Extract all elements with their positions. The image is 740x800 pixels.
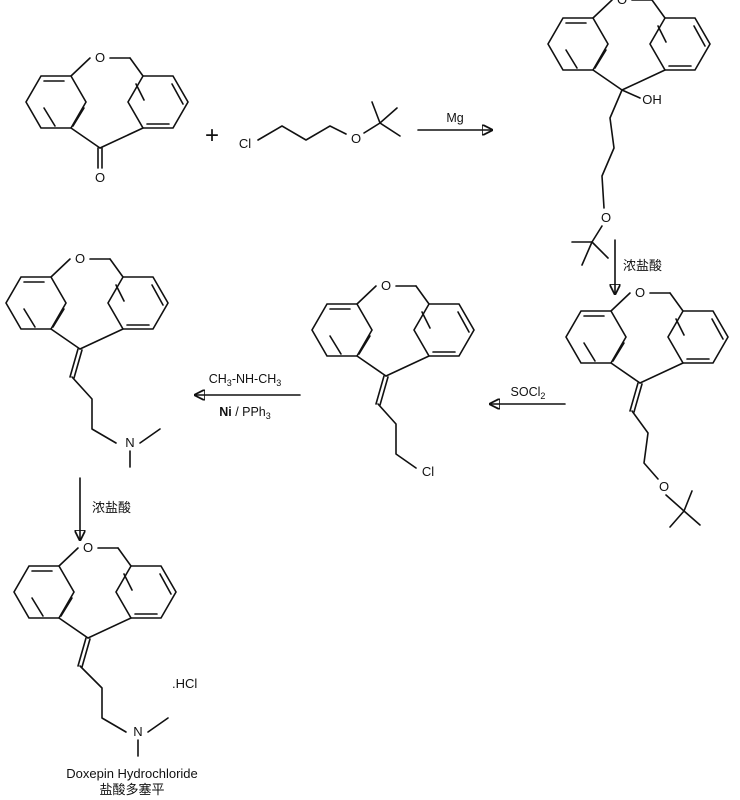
carbonyl-oxygen-label: O xyxy=(95,170,105,185)
reagent-dimethylamine: CH3-NH-CH3 xyxy=(209,372,282,388)
compound-ether-alkene: O O xyxy=(565,285,729,528)
chlorine-label: Cl xyxy=(239,136,251,151)
plus-sign: + xyxy=(205,122,219,149)
hydroxyl-label: OH xyxy=(642,92,662,107)
compound-chloroether: Cl O xyxy=(239,101,401,151)
ether-oxygen-label: O xyxy=(351,131,361,146)
nitrogen-label: N xyxy=(125,435,134,450)
ether-oxygen-label: O xyxy=(601,210,611,225)
compound-ketone: O O xyxy=(25,50,189,185)
chlorine-label: Cl xyxy=(422,464,434,479)
nitrogen-label: N xyxy=(133,724,142,739)
arrow-step-4: CH3-NH-CH3 Ni / PPh3 xyxy=(195,372,301,421)
ring-oxygen-label: O xyxy=(635,285,645,300)
hcl-salt-label: .HCl xyxy=(172,676,197,691)
compound-amine: O N xyxy=(5,251,169,468)
reagent-conc-hcl: 浓盐酸 xyxy=(623,258,662,273)
ring-oxygen-label: O xyxy=(617,0,627,7)
ring-oxygen-label: O xyxy=(75,251,85,266)
compound-product: O N xyxy=(13,540,177,757)
ring-oxygen-label: O xyxy=(95,50,105,65)
arrow-step-3: SOCl2 xyxy=(490,385,566,404)
compound-chloro-alkene: O Cl xyxy=(311,278,475,479)
ether-oxygen-label: O xyxy=(659,479,669,494)
compound-carbinol: O OH O xyxy=(547,0,711,266)
arrow-step-2: 浓盐酸 xyxy=(615,239,662,294)
reagent-mg: Mg xyxy=(446,111,463,125)
ring-oxygen-label: O xyxy=(83,540,93,555)
reagent-socl2: SOCl2 xyxy=(511,385,546,401)
product-name-chinese: 盐酸多塞平 xyxy=(99,782,164,797)
arrow-step-1: Mg xyxy=(417,111,492,130)
product-name-english: Doxepin Hydrochloride xyxy=(66,766,198,781)
ring-oxygen-label: O xyxy=(381,278,391,293)
arrow-step-5: 浓盐酸 xyxy=(80,477,131,540)
reagent-catalyst: Ni / PPh3 xyxy=(219,405,271,421)
reagent-conc-hcl: 浓盐酸 xyxy=(92,500,131,515)
